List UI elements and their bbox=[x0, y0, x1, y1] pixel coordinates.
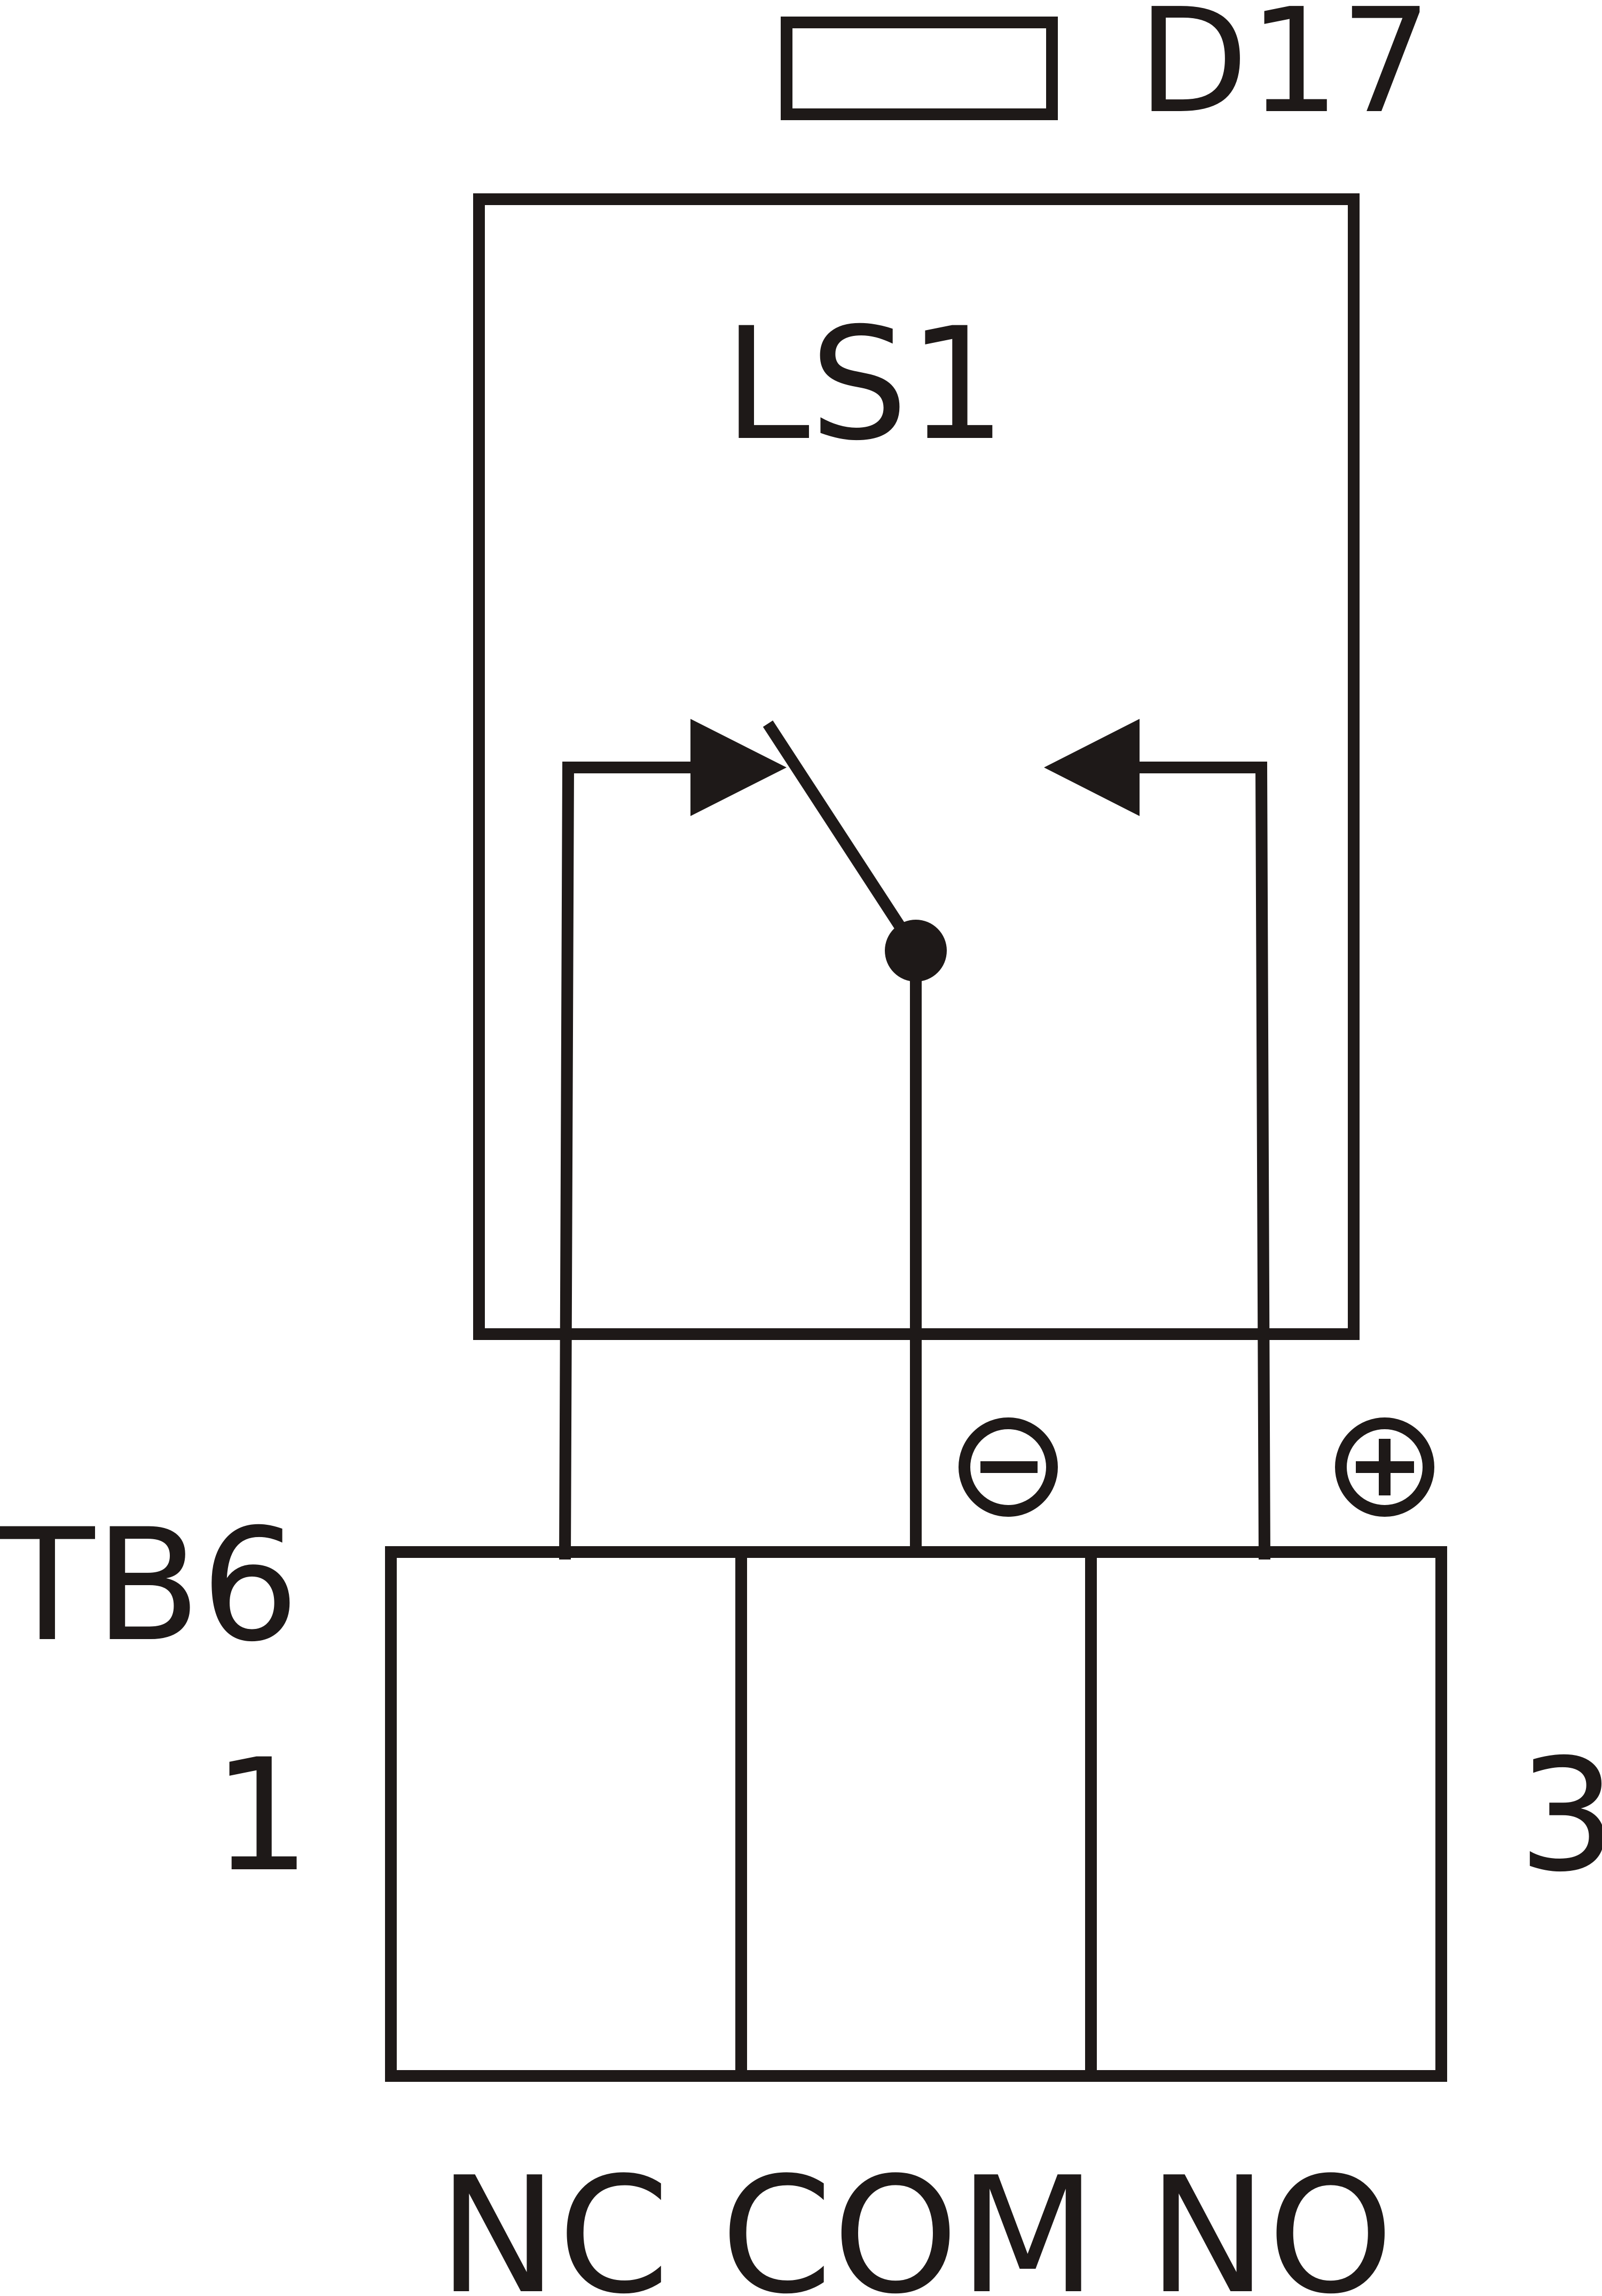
terminal-pin-3-label: 3 bbox=[1518, 1726, 1602, 1906]
plus-circle-icon bbox=[1335, 1417, 1434, 1517]
switch-ls1-label: LS1 bbox=[724, 295, 1007, 475]
arrow-right-icon bbox=[690, 719, 787, 816]
minus-circle-icon bbox=[959, 1417, 1058, 1517]
terminal-block-tb6 bbox=[385, 1546, 1447, 2082]
diode-d17-body bbox=[781, 17, 1058, 120]
nc-contact-wire bbox=[559, 762, 694, 1560]
terminal-names-label: NC COM NO bbox=[438, 2143, 1394, 2296]
switch-pivot-icon bbox=[885, 920, 947, 982]
switch-lever bbox=[763, 720, 921, 954]
arrow-left-icon bbox=[1044, 719, 1140, 816]
diode-d17-label: D17 bbox=[1137, 0, 1432, 145]
terminal-block-tb6-label: TB6 bbox=[0, 1496, 300, 1676]
terminal-pin-1-label: 1 bbox=[213, 1726, 311, 1906]
no-contact-wire bbox=[1137, 762, 1270, 1560]
